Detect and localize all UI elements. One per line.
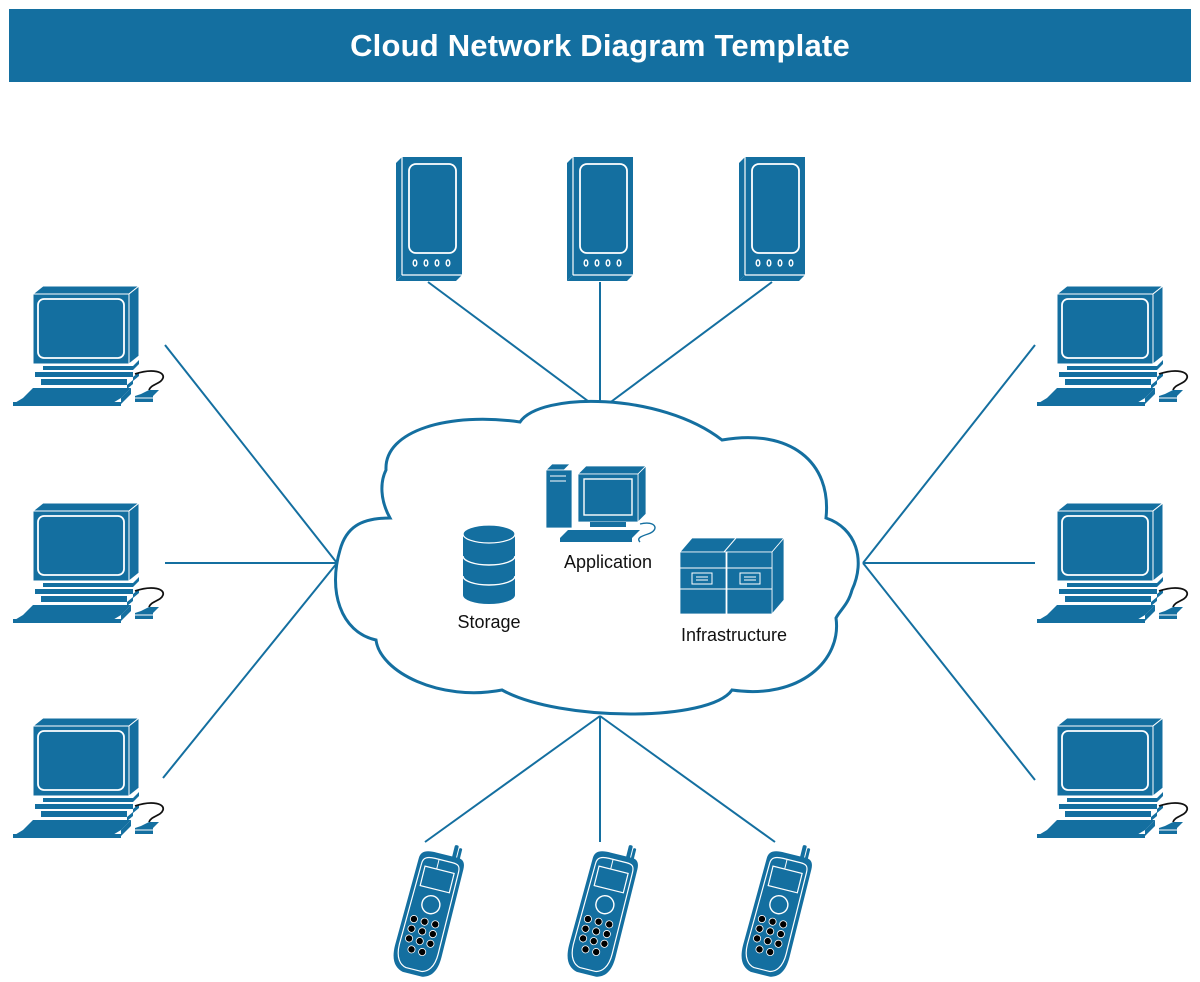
computer-icon bbox=[12, 717, 165, 839]
connection-computer-right-3 bbox=[862, 562, 1036, 781]
server-rack-icon bbox=[679, 536, 785, 616]
computer-icon bbox=[12, 502, 165, 624]
database-icon bbox=[462, 524, 516, 604]
connection-phone-1 bbox=[424, 715, 601, 843]
phone-node-1[interactable] bbox=[388, 835, 470, 981]
server-icon bbox=[738, 156, 806, 282]
server-node-3[interactable] bbox=[738, 156, 806, 282]
computer-icon bbox=[1036, 717, 1189, 839]
computer-right-1[interactable] bbox=[1036, 285, 1189, 407]
title-banner: Cloud Network Diagram Template bbox=[9, 9, 1191, 82]
computer-left-1[interactable] bbox=[12, 285, 165, 407]
computer-icon bbox=[1036, 502, 1189, 624]
server-icon bbox=[566, 156, 634, 282]
desktop-computer-icon bbox=[545, 463, 656, 543]
mobile-phone-icon bbox=[562, 835, 644, 981]
application-service[interactable]: Application bbox=[545, 463, 656, 572]
connection-computer-right-1 bbox=[862, 344, 1036, 564]
mobile-phone-icon bbox=[388, 835, 470, 981]
connection-server-1 bbox=[427, 281, 601, 411]
computer-right-3[interactable] bbox=[1036, 717, 1189, 839]
connection-computer-left-1 bbox=[164, 344, 338, 564]
computer-left-3[interactable] bbox=[12, 717, 165, 839]
server-node-1[interactable] bbox=[395, 156, 463, 282]
phone-node-3[interactable] bbox=[736, 835, 818, 981]
storage-label: Storage bbox=[457, 612, 520, 632]
application-label: Application bbox=[564, 552, 652, 572]
mobile-phone-icon bbox=[736, 835, 818, 981]
infrastructure-service[interactable]: Infrastructure bbox=[679, 536, 787, 645]
server-icon bbox=[395, 156, 463, 282]
computer-icon bbox=[12, 285, 165, 407]
computer-icon bbox=[1036, 285, 1189, 407]
page-title: Cloud Network Diagram Template bbox=[350, 27, 850, 63]
computer-left-2[interactable] bbox=[12, 502, 165, 624]
infrastructure-label: Infrastructure bbox=[681, 625, 787, 645]
computer-right-2[interactable] bbox=[1036, 502, 1189, 624]
connection-computer-left-3 bbox=[162, 562, 338, 779]
cloud-shape[interactable] bbox=[334, 399, 860, 716]
connection-lines bbox=[162, 281, 1036, 843]
phone-node-2[interactable] bbox=[562, 835, 644, 981]
storage-service[interactable]: Storage bbox=[457, 524, 521, 632]
connection-phone-3 bbox=[599, 715, 776, 843]
server-node-2[interactable] bbox=[566, 156, 634, 282]
connection-server-3 bbox=[599, 281, 773, 411]
